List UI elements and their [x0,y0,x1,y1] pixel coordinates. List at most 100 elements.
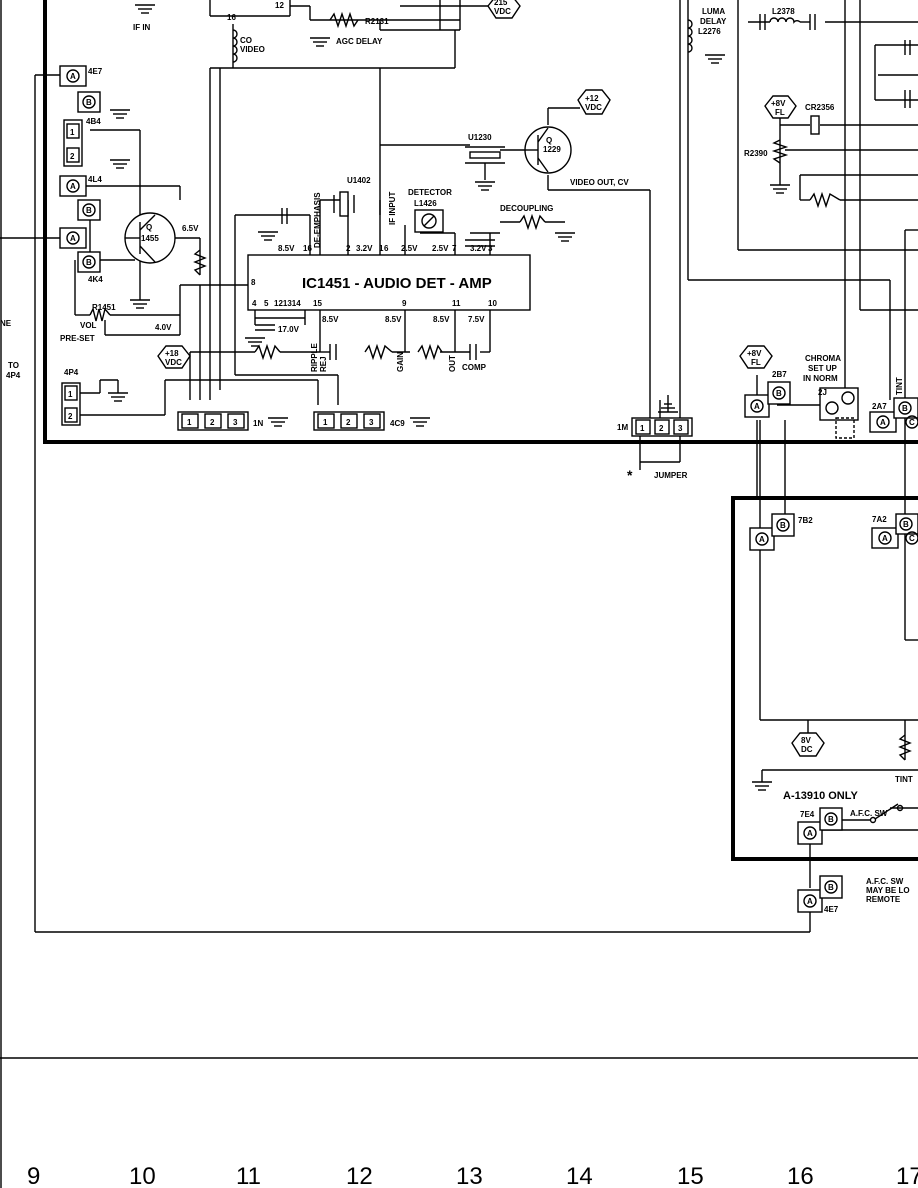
svg-text:2J: 2J [818,388,827,397]
svg-text:6.5V: 6.5V [182,224,199,233]
svg-text:2: 2 [346,418,351,427]
svg-text:4K4: 4K4 [88,275,103,284]
grid-number: 14 [566,1163,593,1188]
connector-4e7: A B 4E7 [59,65,103,113]
resistor-decoupling [519,213,546,231]
transistors: Q 1229 Q 1455 [124,126,572,264]
flag-plus18vdc: +18 VDC [157,345,191,369]
svg-text:4E7: 4E7 [824,905,839,914]
svg-text:TINT: TINT [895,377,904,395]
jumper-label: JUMPER [654,471,688,480]
svg-text:1: 1 [187,418,192,427]
transistor-q1229: Q 1229 [524,126,572,174]
saw-filters [333,115,820,217]
r2390-label: R2390 [744,149,768,158]
svg-text:16: 16 [227,13,236,22]
svg-text:10: 10 [488,299,497,308]
detector-label: DETECTOR [408,188,452,197]
svg-text:+8V: +8V [771,99,786,108]
svg-text:1: 1 [70,128,75,137]
svg-text:12: 12 [275,1,284,10]
resistor-tint [898,734,912,761]
svg-text:GAIN: GAIN [396,352,405,372]
a13910-label: A-13910 ONLY [783,790,858,802]
u1230-label: U1230 [468,133,492,142]
cr2356-filter [810,115,820,135]
svg-text:2: 2 [659,424,664,433]
svg-text:3: 3 [233,418,238,427]
svg-text:B: B [86,258,92,267]
connector-4b4: 1 2 4B4 [63,117,101,167]
connector-2j: 2J [818,387,859,439]
svg-text:DE-EMPHASIS: DE-EMPHASIS [313,192,322,248]
svg-text:A: A [807,897,813,906]
connector-4c9: 1 2 3 4C9 [313,411,405,431]
svg-text:LUMA: LUMA [702,7,725,16]
svg-text:8V: 8V [801,736,811,745]
svg-text:121314: 121314 [274,299,301,308]
r2131-label: R2131 [365,17,389,26]
resistor-ripple [364,343,393,361]
flag-plus8v-fl-mid: +8V FL [739,345,773,369]
svg-text:A: A [754,402,760,411]
svg-text:215: 215 [494,0,508,7]
grid-number: 17 [896,1163,918,1188]
svg-text:3.2V: 3.2V [470,244,487,253]
svg-text:6: 6 [384,244,389,253]
svg-text:7: 7 [452,244,457,253]
wiring [0,0,918,933]
decoupling-label: DECOUPLING [500,204,553,213]
svg-text:7A2: 7A2 [872,515,887,524]
svg-text:1M: 1M [617,423,628,432]
supply-flags: 215 VDC +12 VDC +18 VDC +8V FL +8V FL 8V… [157,0,825,757]
svg-text:COMP: COMP [462,363,487,372]
svg-text:REMOTE: REMOTE [866,895,901,904]
svg-text:1: 1 [640,424,645,433]
svg-text:A: A [70,72,76,81]
connector-7e4: A B 7E4 [797,807,843,845]
svg-text:B: B [903,520,909,529]
svg-text:8.5V: 8.5V [322,315,339,324]
resistor-gain [417,343,443,361]
svg-text:1N: 1N [253,419,263,428]
svg-text:VDC: VDC [585,103,602,112]
video-out-label: VIDEO OUT, CV [570,178,629,187]
svg-text:1: 1 [379,244,384,253]
resistors [89,11,912,761]
connector-2a7: A B C 2A7 [869,397,918,433]
svg-text:B: B [780,521,786,530]
svg-text:3.2V: 3.2V [356,244,373,253]
svg-text:4B4: 4B4 [86,117,101,126]
svg-text:A: A [759,535,765,544]
svg-text:VDC: VDC [165,358,182,367]
svg-text:2: 2 [68,412,73,421]
svg-text:4P4: 4P4 [6,371,21,380]
svg-text:1: 1 [323,418,328,427]
l1426-label: L1426 [414,199,437,208]
connector-4p4: 1 2 4P4 [61,368,119,426]
coil-l2378 [769,17,801,24]
svg-text:4.0V: 4.0V [155,323,172,332]
connector-1n: 1 2 3 1N [177,411,263,431]
q1455-q-label: Q [146,223,152,232]
svg-text:9: 9 [402,299,407,308]
coil-l2276 [687,19,693,53]
svg-text:OUT: OUT [448,355,457,372]
svg-text:8.5V: 8.5V [278,244,295,253]
svg-text:A.F.C. SW: A.F.C. SW [866,877,904,886]
svg-text:TO: TO [8,361,19,370]
svg-text:+8V: +8V [747,349,762,358]
svg-text:2: 2 [210,418,215,427]
svg-text:4L4: 4L4 [88,175,102,184]
connector-4l4: A B 4L4 [59,175,102,221]
svg-text:A.F.C. SW: A.F.C. SW [850,809,888,818]
jumper-asterisk: * [627,467,633,483]
svg-text:CHROMA: CHROMA [805,354,841,363]
connector-1m: 1 2 3 1M [617,417,693,437]
svg-text:11: 11 [452,299,461,308]
labels: IF IN 16 12 CO VIDEO R2131 AGC DELAY LUM… [0,1,913,904]
svg-text:RIPPLE: RIPPLE [310,342,319,372]
svg-text:5: 5 [264,299,269,308]
svg-text:MAY BE LO: MAY BE LO [866,886,910,895]
afc-switch [869,803,904,824]
